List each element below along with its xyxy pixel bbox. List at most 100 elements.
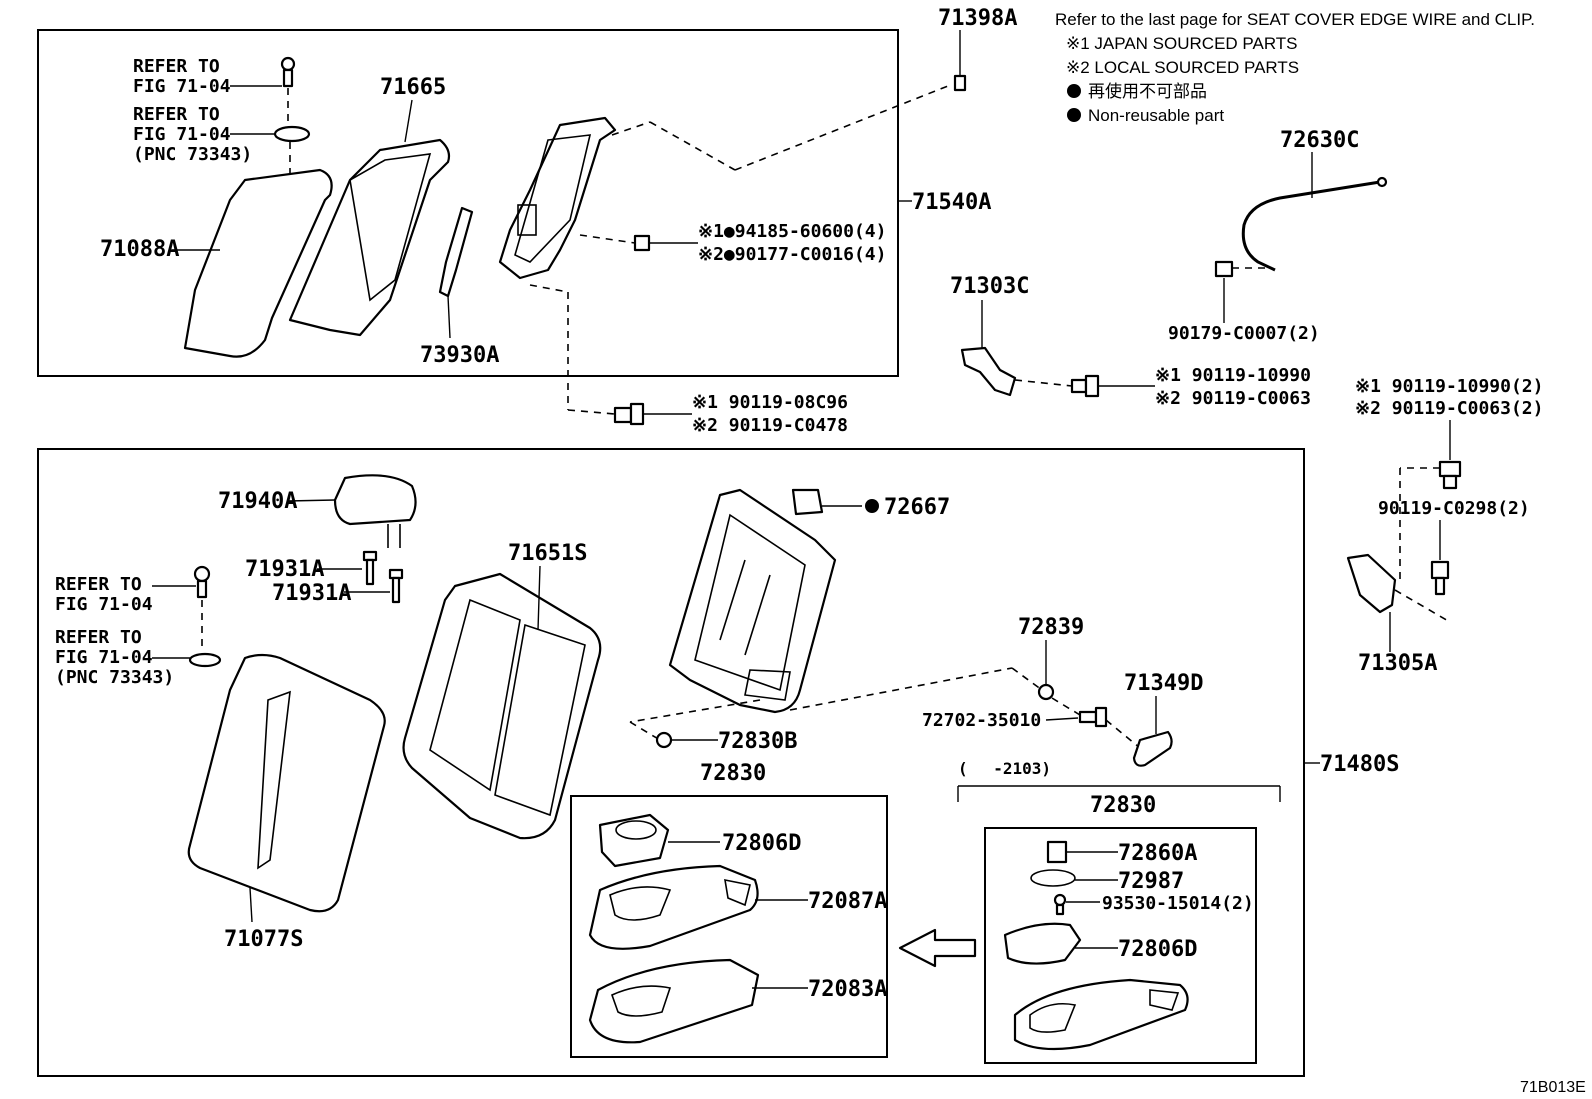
clip-72667 [791, 488, 824, 516]
seatback-pad-71088A [183, 168, 333, 358]
note-refer-last-page: Refer to the last page for SEAT COVER ED… [1055, 10, 1535, 29]
headrest-71940A [333, 474, 417, 526]
cup-holder-72806D [598, 813, 670, 868]
dashed-guide [734, 85, 949, 171]
non-reusable-dot-icon [1067, 84, 1081, 98]
refer-pnc-label: (PNC 73343) [133, 144, 252, 165]
cover-inner-panel [494, 623, 586, 817]
clip-72860A [1046, 840, 1068, 864]
part-label-71665: 71665 [380, 75, 446, 100]
bolt-icon [1438, 460, 1462, 490]
cover-inner-panel [429, 598, 521, 792]
arrow-left-icon [898, 928, 977, 968]
refer-fig-label: FIG 71-04 [133, 76, 231, 97]
cable-72630C [1241, 180, 1381, 272]
dashed-guide [649, 121, 736, 171]
armrest-top-72087A [588, 864, 759, 950]
cable-end-icon [1376, 176, 1388, 188]
armrest-pad [1149, 989, 1180, 1011]
part-label-71349D: 71349D [1124, 671, 1203, 696]
part-label-71303C: 71303C [950, 274, 1029, 299]
leader-line [249, 887, 253, 923]
dashed-guide [567, 409, 616, 415]
figure-id: 71B013E [1520, 1079, 1586, 1096]
frame-inner-detail [514, 134, 592, 263]
refer-to-label: REFER TO [133, 104, 220, 125]
range-bracket [957, 785, 1281, 802]
part-label-72860A: 72860A [1118, 841, 1197, 866]
part-label-71651S: 71651S [508, 541, 587, 566]
armrest-left-frame [570, 795, 888, 1058]
nut-icon [1214, 260, 1234, 278]
part-label-bolt-local: ※2 90119-C0478 [692, 415, 848, 436]
part-label-bolt-jp: ※1 90119-08C96 [692, 392, 848, 413]
part-label-93530: 93530-15014(2) [1102, 893, 1254, 914]
dashed-guide [1394, 589, 1451, 623]
date-range-label: ( -2103) [958, 759, 1051, 778]
dashed-guide [629, 721, 661, 741]
frame-rib [719, 559, 746, 641]
leader-line [447, 295, 451, 339]
part-label-bolt-local-2: ※2 90119-C0063(2) [1355, 398, 1543, 419]
part-label-90179: 90179-C0007(2) [1168, 323, 1320, 344]
leader-line [404, 99, 413, 143]
part-label-72702: 72702-35010 [922, 710, 1041, 731]
part-label-71480S: 71480S [1320, 752, 1399, 777]
dashed-guide [529, 284, 569, 293]
seatback-frame-upper [498, 116, 617, 280]
bracket-71305A [1346, 553, 1397, 614]
frame-slot [517, 204, 537, 236]
frame-bracket [744, 669, 791, 701]
dashed-guide [629, 699, 761, 723]
part-label-72630C: 72630C [1280, 128, 1359, 153]
bolt-icon [613, 402, 645, 426]
nut-icon [655, 731, 673, 749]
leader-line [1045, 717, 1079, 721]
non-reusable-dot-icon [1067, 108, 1081, 122]
part-label-71077S: 71077S [224, 927, 303, 952]
seatback-pad-71077S [187, 653, 386, 913]
clip-icon [273, 125, 311, 143]
refer-to-label: REFER TO [55, 574, 142, 595]
note-local-sourced: ※2 LOCAL SOURCED PARTS [1066, 58, 1299, 77]
part-label-72839: 72839 [1018, 615, 1084, 640]
armrest-base-72083A [588, 958, 760, 1044]
part-label-71940A: 71940A [218, 489, 297, 514]
dashed-guide [579, 234, 636, 244]
part-label-72806D-right: 72806D [1118, 937, 1197, 962]
armrest-cup-recess [611, 985, 672, 1017]
cup-holder-opening [615, 820, 657, 840]
part-label-bolt-jp-2: ※1 90119-10990(2) [1355, 376, 1543, 397]
part-label-71540A: 71540A [912, 190, 991, 215]
dashed-guide [611, 121, 651, 136]
dashed-guide [1051, 697, 1081, 716]
part-label-72830B: 72830B [718, 729, 797, 754]
refer-pnc-label: (PNC 73343) [55, 667, 174, 688]
cup-holder-72806D-right [1003, 922, 1082, 965]
part-label-bolt-jp-right: ※1 90119-10990 [1155, 365, 1311, 386]
part-label-72987: 72987 [1118, 869, 1184, 894]
screw-icon [280, 56, 296, 88]
refer-fig-label: FIG 71-04 [55, 647, 153, 668]
frame-inner-detail [694, 513, 806, 692]
armrest-assembly [1013, 978, 1189, 1051]
armrest-recess [609, 886, 672, 921]
headrest-guide-icon [362, 550, 378, 586]
pad-72987 [1030, 869, 1076, 887]
note-non-reusable-en: Non-reusable part [1088, 106, 1224, 125]
part-label-bolt-local-right: ※2 90119-C0063 [1155, 388, 1311, 409]
part-label-71931A: 71931A [272, 581, 351, 606]
screw-icon [1053, 893, 1067, 916]
nut-icon [633, 234, 651, 252]
part-label-72087A: 72087A [808, 889, 887, 914]
armrest-cup-recess [1029, 1002, 1077, 1033]
seatback-cover-71651S [402, 572, 602, 840]
refer-fig-label: FIG 71-04 [133, 124, 231, 145]
part-label-72806D-left: 72806D [722, 831, 801, 856]
frame-rib [744, 574, 771, 656]
clip-71398A-icon [953, 74, 967, 92]
seatback-cover-71665 [288, 138, 451, 337]
refer-to-label: REFER TO [133, 56, 220, 77]
